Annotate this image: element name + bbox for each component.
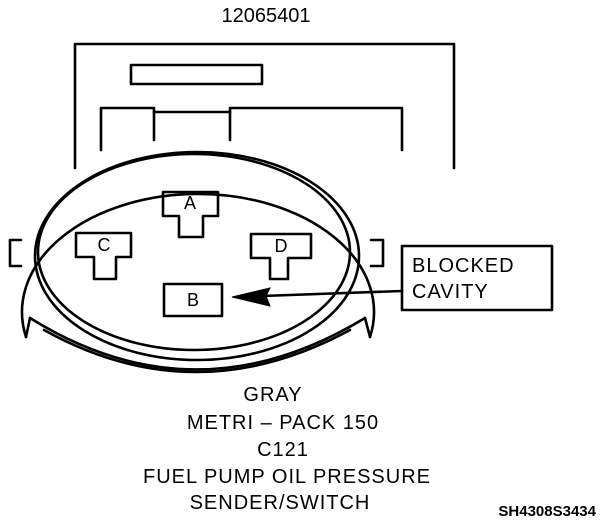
callout-line-1: BLOCKED xyxy=(412,255,515,277)
cavity-label-d: D xyxy=(275,236,288,256)
part-number-label: 12065401 xyxy=(222,5,311,27)
right-lock-nub xyxy=(369,238,385,268)
callout-box xyxy=(400,244,554,312)
outer-ring xyxy=(20,192,376,339)
left-lock-nub xyxy=(8,238,23,268)
lower-shroud-outer xyxy=(28,316,367,371)
caption-series: METRI – PACK 150 xyxy=(187,412,379,434)
cavity-b-outline xyxy=(162,282,224,318)
caption-description-line-2: SENDER/SWITCH xyxy=(190,492,371,514)
caption-connector-id: C121 xyxy=(257,439,309,461)
latch-housing xyxy=(73,42,456,170)
lower-shroud-ends xyxy=(24,316,372,339)
middle-ring xyxy=(33,150,361,362)
cavity-d-outline xyxy=(249,232,313,281)
latch-shoulder xyxy=(99,106,404,152)
lower-shroud-inner xyxy=(42,328,352,374)
latch-slot xyxy=(129,63,264,86)
figure-id-label: SH4308S3434 xyxy=(498,503,596,520)
cavity-c-outline xyxy=(74,231,133,281)
callout-line-2: CAVITY xyxy=(412,281,489,303)
cavity-a-outline xyxy=(161,190,220,239)
cavity-label-a: A xyxy=(184,193,196,213)
cavity-label-b: B xyxy=(187,290,199,310)
caption-color: GRAY xyxy=(243,384,302,406)
latch-outline xyxy=(73,42,456,170)
connector-body xyxy=(20,150,376,374)
leader-line xyxy=(260,289,404,298)
caption-description-line-1: FUEL PUMP OIL PRESSURE xyxy=(143,466,431,488)
inner-ring xyxy=(36,152,352,352)
cavity-label-c: C xyxy=(98,235,111,255)
latch-tab-sides xyxy=(152,110,232,142)
arrowhead-icon xyxy=(231,287,271,307)
